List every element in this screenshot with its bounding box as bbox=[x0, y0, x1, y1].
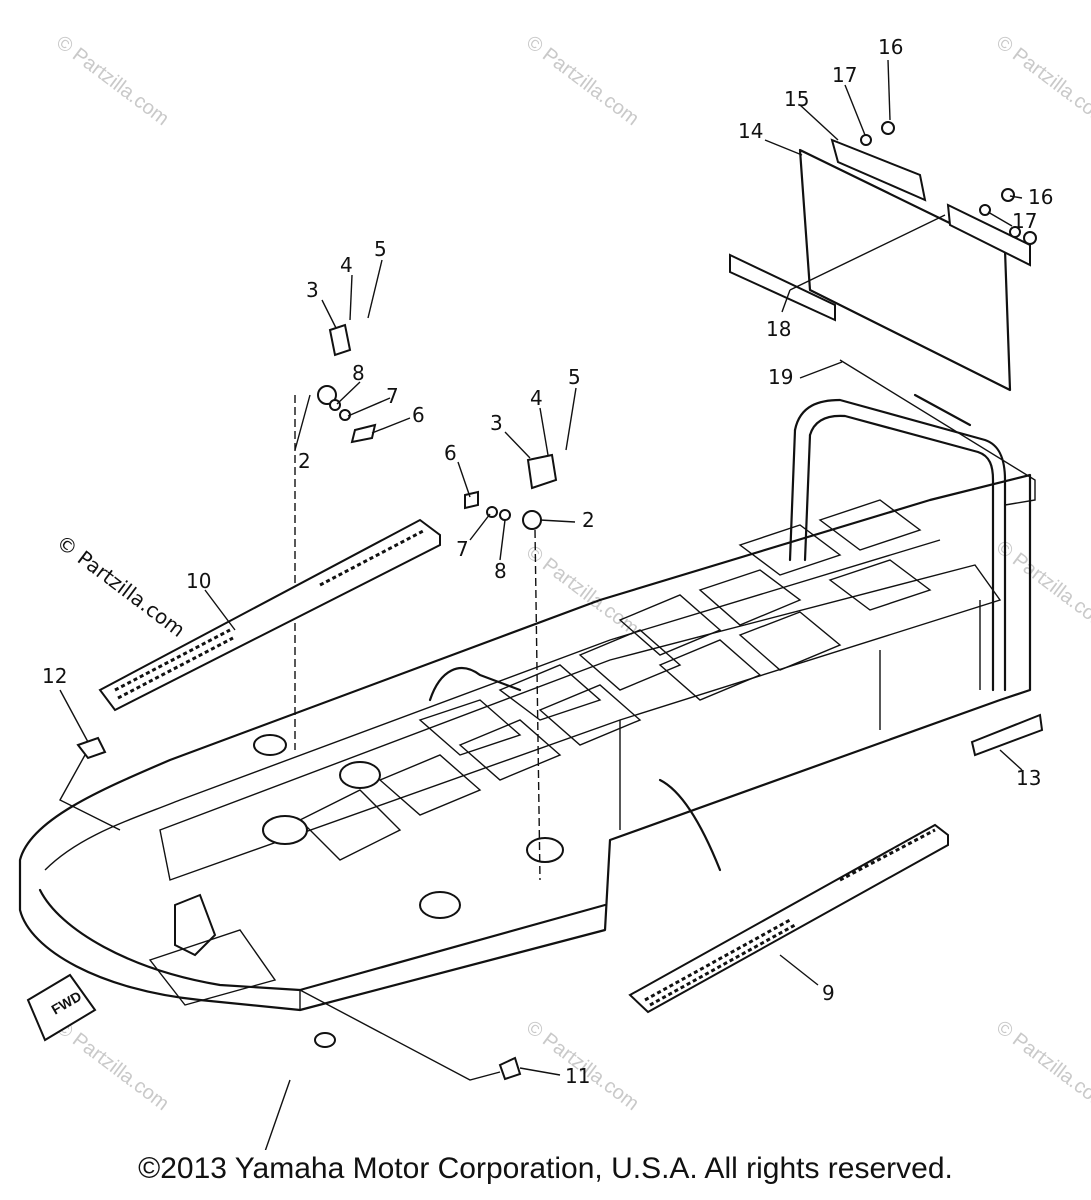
callout-12: 12 bbox=[42, 664, 67, 688]
callout-17: 17 bbox=[1012, 209, 1037, 233]
callout-19: 19 bbox=[768, 365, 793, 389]
callout-16: 16 bbox=[1028, 185, 1053, 209]
callout-leaders bbox=[59, 59, 1023, 1150]
watermark: © Partzilla.com bbox=[52, 31, 173, 130]
bracket-part-15b bbox=[946, 203, 1031, 267]
bracket-part-15 bbox=[830, 138, 927, 202]
bracket-part-18 bbox=[729, 253, 836, 322]
callout-4: 4 bbox=[340, 253, 353, 277]
hinge-assembly-right bbox=[464, 453, 558, 530]
callout-15: 15 bbox=[784, 87, 809, 111]
emblem-part-13 bbox=[970, 713, 1044, 757]
watermark: © Partzilla.com bbox=[992, 536, 1091, 635]
watermark: © Partzilla.com bbox=[992, 1016, 1091, 1115]
callout-2: 2 bbox=[298, 449, 311, 473]
callout-numbers: 1 2 2 3 3 4 4 5 5 6 6 7 7 8 8 9 10 11 12… bbox=[42, 35, 1053, 1088]
callout-3: 3 bbox=[490, 411, 503, 435]
clip-11-leader bbox=[299, 989, 501, 1081]
callout-16: 16 bbox=[878, 35, 903, 59]
callout-4: 4 bbox=[530, 386, 543, 410]
clip-12-leader bbox=[59, 754, 121, 831]
callout-13: 13 bbox=[1016, 766, 1041, 790]
callout-2: 2 bbox=[582, 508, 595, 532]
callout-10: 10 bbox=[186, 569, 211, 593]
callout-8: 8 bbox=[494, 559, 507, 583]
watermark: © Partzilla.com bbox=[522, 541, 643, 640]
watermark: © Partzilla.com bbox=[52, 1016, 173, 1115]
callout-6: 6 bbox=[444, 441, 457, 465]
callout-8: 8 bbox=[352, 361, 365, 385]
callout-17: 17 bbox=[832, 63, 857, 87]
callout-18: 18 bbox=[766, 317, 791, 341]
callout-3: 3 bbox=[306, 278, 319, 302]
callout-6: 6 bbox=[412, 403, 425, 427]
callout-5: 5 bbox=[568, 365, 581, 389]
fasteners-16-17 bbox=[860, 121, 1037, 245]
parts-diagram: © Partzilla.com © Partzilla.com © Partzi… bbox=[18, 31, 1091, 1150]
clip-part-12 bbox=[76, 736, 107, 760]
callout-5: 5 bbox=[374, 237, 387, 261]
callout-7: 7 bbox=[456, 537, 469, 561]
callout-9: 9 bbox=[822, 981, 835, 1005]
hinge-assembly-left bbox=[317, 323, 377, 444]
watermark: © Partzilla.com bbox=[522, 31, 643, 130]
copyright-notice: ©2013 Yamaha Motor Corporation, U.S.A. A… bbox=[138, 1152, 953, 1185]
frame-assembly bbox=[18, 359, 1036, 1048]
callout-7: 7 bbox=[386, 384, 399, 408]
clip-part-11 bbox=[498, 1056, 522, 1081]
running-board-part-10 bbox=[98, 518, 441, 712]
watermark-dark: © Partzilla.com bbox=[52, 530, 190, 642]
flap-part-14 bbox=[798, 148, 1012, 392]
running-board-part-9 bbox=[628, 823, 949, 1014]
callout-11: 11 bbox=[565, 1064, 590, 1088]
watermark: © Partzilla.com bbox=[992, 31, 1091, 130]
callout-14: 14 bbox=[738, 119, 763, 143]
fwd-arrow-icon: FWD bbox=[26, 973, 97, 1042]
